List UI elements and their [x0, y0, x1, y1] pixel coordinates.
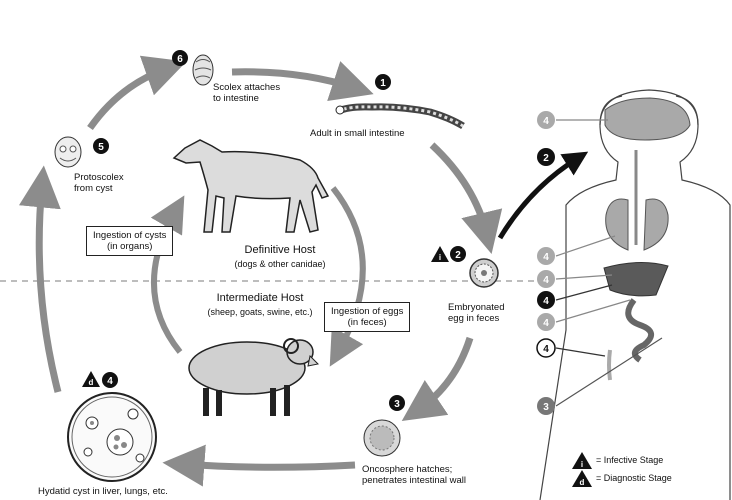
pointer-liver-dark [555, 284, 613, 301]
pointer-lung [555, 235, 616, 257]
dog-image [172, 139, 330, 233]
embryonated-egg-image [469, 258, 499, 288]
ingestion-of-eggs-box: Ingestion of eggs (in feces) [324, 302, 411, 332]
human-number-lung: 4 [543, 252, 549, 263]
legend-infective-icon: i [572, 452, 592, 469]
adult-worm-image [335, 103, 465, 130]
legend-infective-text: = Infective Stage [596, 455, 664, 465]
eggs-box-line1: Ingestion of eggs [331, 306, 404, 317]
arrow-3-to-4 [162, 444, 356, 487]
intermediate-host-subtitle: (sheep, goats, swine, etc.) [207, 307, 313, 317]
stage-number-3: 3 [394, 399, 400, 410]
pointer-marker-3 [555, 337, 663, 407]
eggs-box-line2: (in feces) [347, 317, 387, 328]
infective-symbol-stage-2: i [439, 253, 441, 262]
human-badge-arrow: 2 [537, 148, 555, 166]
human-body-image [539, 89, 731, 500]
stage-number-5: 5 [98, 142, 104, 153]
arrow-5-to-6 [87, 55, 187, 131]
arrow-4-to-5 [18, 165, 62, 393]
human-badge-lung: 4 [537, 247, 555, 265]
human-badge-brain: 4 [537, 111, 555, 129]
stage-badge-3: 3 [389, 395, 405, 411]
stage-3-line2: penetrates intestinal wall [362, 475, 467, 486]
stage-2-line1: Embryonated [448, 302, 505, 313]
pointer-bone [555, 347, 606, 357]
cysts-box-line1: Ingestion of cysts [93, 230, 167, 241]
arrow-6-to-1 [231, 61, 374, 101]
legend-diagnostic-icon: d [572, 470, 592, 487]
human-number-bone: 4 [543, 344, 549, 355]
legend-infective-symbol: i [581, 460, 583, 469]
stage-1-label: Adult in small intestine [310, 128, 405, 139]
pointer-abdomen [555, 299, 631, 323]
stage-badge-5: 5 [93, 138, 109, 154]
stage-badge-1: 1 [375, 74, 391, 90]
definitive-host-title: Definitive Host [244, 244, 316, 256]
diagnostic-symbol-stage-4: d [89, 378, 94, 387]
stage-badge-2: 2 [450, 246, 466, 262]
stage-2-label: Embryonated egg in feces [448, 302, 505, 324]
infective-triangle-stage-2: i [431, 246, 449, 262]
cysts-box-line2: (in organs) [106, 241, 153, 252]
stage-5-line2: from cyst [74, 183, 113, 194]
human-number-arrow: 2 [543, 153, 549, 164]
scolex-image [192, 54, 214, 86]
stage-3-line1: Oncosphere hatches; [362, 464, 453, 475]
stage-badge-4: 4 [102, 372, 118, 388]
human-badge-liver-dark: 4 [537, 291, 555, 309]
human-number-liver-light: 4 [543, 275, 549, 286]
stage-2-line2: egg in feces [448, 313, 500, 324]
stage-5-label: Protoscolex from cyst [74, 172, 124, 194]
pointer-liver-light [555, 274, 613, 280]
stage-6-label: Scolex attaches to intestine [213, 82, 280, 104]
stage-number-4: 4 [107, 376, 113, 387]
legend-diagnostic-text: = Diagnostic Stage [596, 473, 672, 483]
human-badge-3: 3 [537, 397, 555, 415]
stage-6-line1: Scolex attaches [213, 82, 281, 93]
sheep-image [188, 338, 320, 416]
human-badge-liver-light: 4 [537, 270, 555, 288]
human-number-abdomen: 4 [543, 318, 549, 329]
protoscolex-image [54, 136, 82, 168]
intermediate-host-title: Intermediate Host [216, 292, 304, 304]
arrow-1-to-2 [429, 142, 503, 255]
definitive-host-subtitle: (dogs & other canidae) [234, 259, 326, 269]
legend-diagnostic-symbol: d [580, 478, 585, 487]
stage-4-label: Hydatid cyst in liver, lungs, etc. [38, 486, 168, 497]
ingestion-of-cysts-box: Ingestion of cysts (in organs) [86, 226, 174, 256]
stage-number-2: 2 [455, 250, 461, 261]
arrow-egg-to-human [497, 151, 589, 240]
stage-number-6: 6 [177, 54, 183, 65]
human-badge-bone: 4 [536, 338, 556, 358]
human-number-brain: 4 [543, 116, 549, 127]
human-badge-abdomen: 4 [537, 313, 555, 331]
hydatid-cyst-image [67, 392, 157, 482]
human-number-3: 3 [543, 402, 549, 413]
stage-6-line2: to intestine [213, 93, 259, 104]
human-number-liver-dark: 4 [543, 296, 549, 307]
stage-number-1: 1 [380, 78, 386, 89]
stage-badge-6: 6 [172, 50, 188, 66]
stage-3-label: Oncosphere hatches; penetrates intestina… [362, 464, 466, 486]
arrow-2-to-3 [401, 336, 474, 421]
diagnostic-triangle-stage-4: d [82, 371, 100, 387]
oncosphere-image [363, 419, 401, 457]
stage-5-line1: Protoscolex [74, 172, 124, 183]
